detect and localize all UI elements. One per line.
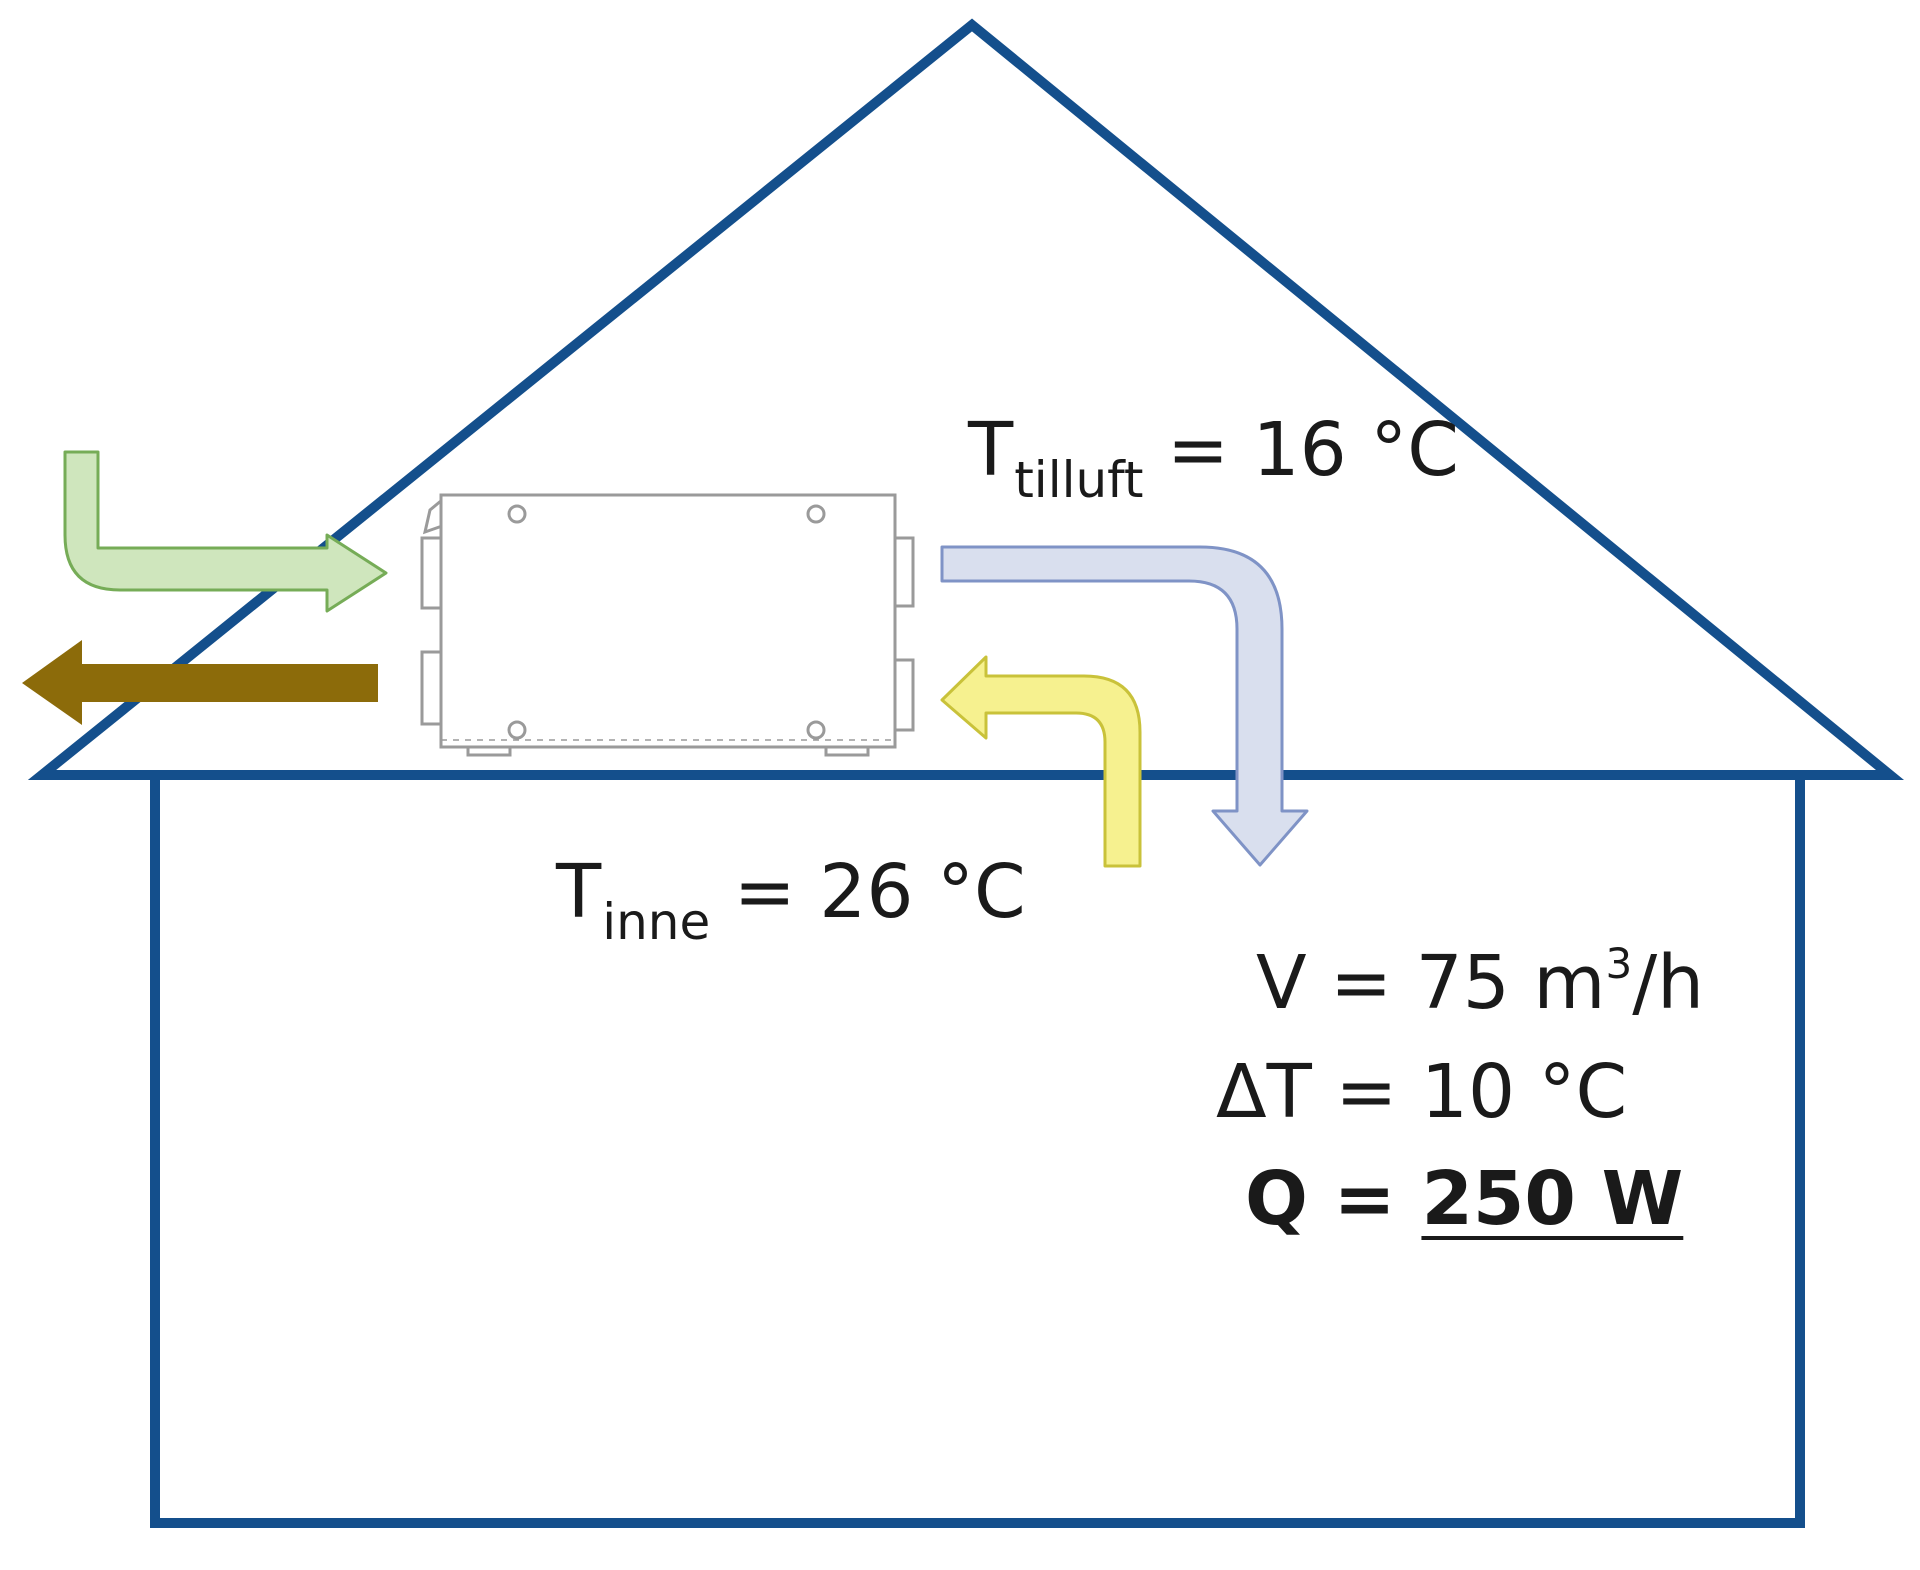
unit-screw (806, 720, 826, 740)
indoor-temp-value: = 26 °C (733, 849, 1026, 935)
supply-temp-symbol: T (968, 407, 1014, 493)
supply-air-temperature-label: Ttilluft = 16 °C (968, 413, 1459, 505)
unit-right-port-top (893, 536, 915, 608)
outdoor-air-arrow-icon (63, 450, 388, 613)
supply-air-arrow-icon (940, 545, 1309, 867)
unit-foot (466, 745, 512, 757)
unit-body (439, 493, 897, 749)
airflow-exponent: 3 (1605, 939, 1633, 988)
heat-prefix: Q = (1245, 1156, 1422, 1242)
unit-left-port-top (420, 536, 443, 610)
indoor-temperature-label: Tinne = 26 °C (556, 855, 1026, 947)
unit-screw (507, 720, 527, 740)
indoor-temp-subscript: inne (602, 893, 711, 951)
extract-air-arrow-icon (940, 655, 1142, 868)
ventilation-unit-icon (420, 493, 915, 757)
house-roof (27, 18, 1905, 780)
supply-temp-value: = 16 °C (1167, 407, 1459, 493)
indoor-temp-symbol: T (556, 849, 602, 935)
airflow-suffix: /h (1632, 940, 1705, 1026)
airflow-prefix: V = 75 m (1256, 940, 1606, 1026)
unit-screw (507, 504, 527, 524)
airflow-label: V = 75 m3/h (1256, 943, 1704, 1021)
heat-output-label: Q = 250 W (1245, 1162, 1683, 1236)
unit-foot (824, 745, 870, 757)
unit-right-port-bottom (893, 658, 915, 732)
temperature-difference-label: ΔT = 10 °C (1216, 1049, 1628, 1135)
exhaust-air-arrow-icon (22, 640, 378, 725)
heat-value: 250 W (1421, 1156, 1684, 1242)
unit-screw (806, 504, 826, 524)
unit-left-port-bottom (420, 650, 443, 726)
supply-temp-subscript: tilluft (1014, 451, 1144, 509)
